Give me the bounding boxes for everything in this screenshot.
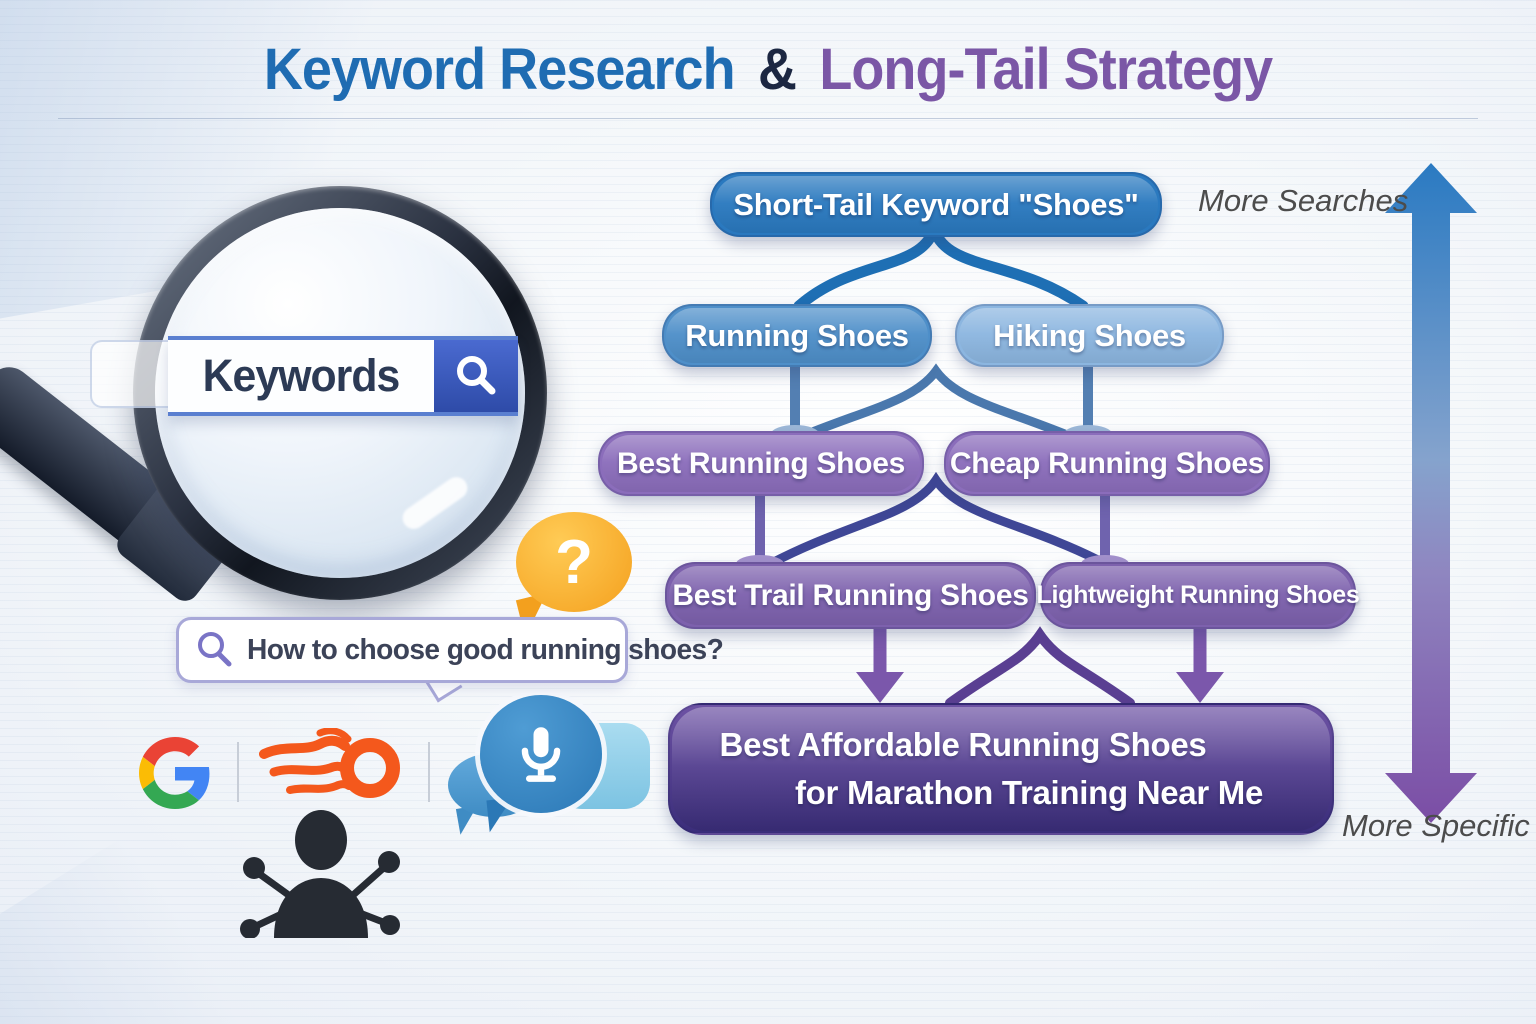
title-ampersand: & bbox=[758, 37, 797, 102]
axis-label-more-searches: More Searches bbox=[1198, 183, 1409, 218]
question-mark-bubble-icon: ? bbox=[516, 512, 632, 612]
node-label: Cheap Running Shoes bbox=[949, 446, 1265, 480]
double-arrow-icon bbox=[1385, 163, 1477, 823]
search-input-value: Keywords bbox=[202, 350, 401, 401]
node-label: Best Running Shoes bbox=[617, 446, 905, 480]
title-part-purple: Long-Tail Strategy bbox=[819, 37, 1273, 102]
search-bar: Keywords bbox=[168, 336, 518, 416]
search-icon bbox=[457, 356, 496, 395]
node-label: Best Trail Running Shoes bbox=[672, 578, 1029, 612]
search-button bbox=[434, 340, 518, 412]
node-running-shoes: Running Shoes bbox=[662, 304, 932, 367]
axis-label-more-specific: More Specific bbox=[1342, 808, 1530, 843]
node-long-tail-final: Best Affordable Running Shoes for Marath… bbox=[668, 703, 1334, 835]
search-bar-left-stub bbox=[90, 340, 178, 408]
logo-divider bbox=[428, 742, 430, 802]
node-label: Hiking Shoes bbox=[993, 317, 1186, 353]
node-best-trail-running-shoes: Best Trail Running Shoes bbox=[665, 562, 1036, 629]
audience-network-silhouette-icon bbox=[240, 810, 400, 938]
mic-icon bbox=[521, 727, 561, 782]
node-label: Running Shoes bbox=[685, 317, 909, 353]
node-cheap-running-shoes: Cheap Running Shoes bbox=[944, 431, 1270, 496]
logo-divider bbox=[237, 742, 239, 802]
query-suggestion-bubble: How to choose good running shoes? bbox=[176, 617, 724, 683]
node-best-running-shoes: Best Running Shoes bbox=[598, 431, 924, 496]
node-short-tail-keyword: Short-Tail Keyword "Shoes" bbox=[710, 172, 1162, 237]
flame-logo-icon bbox=[259, 728, 400, 798]
search-icon bbox=[198, 632, 232, 667]
page-title: Keyword Research & Long-Tail Strategy bbox=[54, 36, 1482, 103]
node-label-line2: for Marathon Training Near Me bbox=[794, 774, 1264, 811]
title-divider-line bbox=[58, 118, 1478, 119]
node-label: Short-Tail Keyword "Shoes" bbox=[733, 186, 1139, 222]
voice-search-icon bbox=[448, 695, 653, 840]
chat-bubble-main bbox=[480, 695, 602, 813]
node-lightweight-running-shoes: Lightweight Running Shoes bbox=[1036, 562, 1360, 629]
title-part-blue: Keyword Research bbox=[263, 37, 736, 102]
node-label: Lightweight Running Shoes bbox=[1036, 581, 1360, 609]
node-hiking-shoes: Hiking Shoes bbox=[955, 304, 1224, 367]
node-label-line1: Best Affordable Running Shoes bbox=[719, 726, 1207, 764]
google-logo-icon bbox=[139, 737, 210, 809]
query-text: How to choose good running shoes? bbox=[247, 633, 724, 666]
question-mark: ? bbox=[555, 527, 593, 597]
